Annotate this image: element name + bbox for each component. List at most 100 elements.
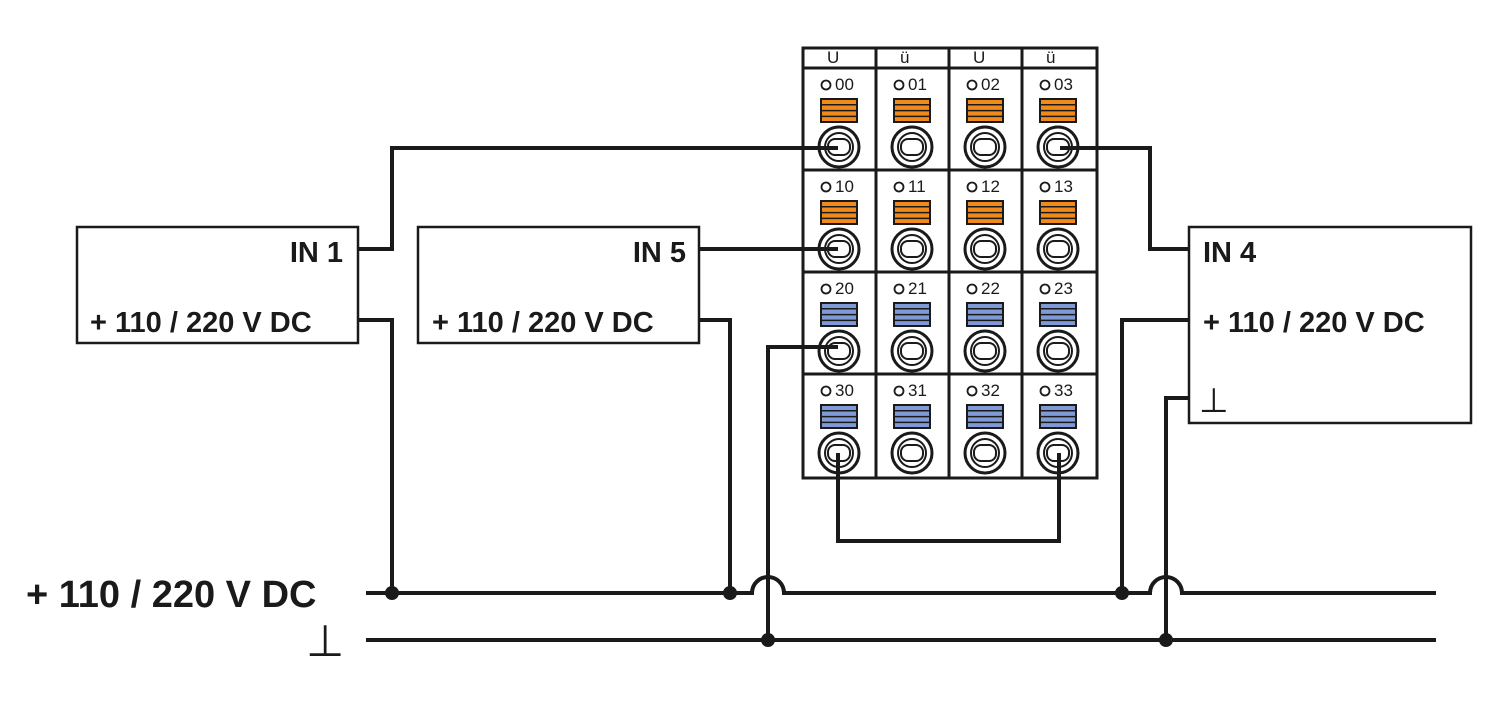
top-glyph-0: U [827,48,839,67]
release-clip [820,98,858,123]
terminal-11: 11 [890,177,934,271]
release-clip [893,302,931,327]
led-icon [820,385,832,397]
release-clip [893,98,931,123]
connection-port [817,125,861,169]
led-icon [820,283,832,295]
terminal-number: 13 [1054,177,1073,196]
led-icon [893,79,905,91]
release-clip [1039,98,1077,123]
terminal-number: 32 [981,381,1000,400]
led-icon [966,181,978,193]
terminal-number: 20 [835,279,854,298]
supply-bus [366,575,1436,595]
led-icon [820,79,832,91]
terminal-10: 10 [817,177,861,271]
supply-bus-label: + 110 / 220 V DC [26,574,316,616]
connection-port [890,431,934,475]
led-icon [966,385,978,397]
connection-port [890,227,934,271]
terminal-number: 00 [835,75,854,94]
wire-in1-signal [358,146,838,251]
terminal-number: 31 [908,381,927,400]
terminal-13: 13 [1036,177,1080,271]
terminal-number: 02 [981,75,1000,94]
module-name: IN 5 [633,237,686,269]
terminal-23: 23 [1036,279,1080,373]
terminal-01: 01 [890,75,934,169]
module-in4: IN 4 + 110 / 220 V DC ⊥ [1187,225,1473,425]
release-clip [1039,302,1077,327]
connection-port [890,329,934,373]
release-clip [1039,404,1077,429]
release-clip [820,302,858,327]
terminal-22: 22 [963,279,1007,373]
terminal-31: 31 [890,381,934,475]
led-icon [1039,79,1051,91]
terminal-00: 00 [817,75,861,169]
wire-in4-supply [1120,318,1189,593]
module-supply-label: + 110 / 220 V DC [90,307,312,339]
connection-port [963,125,1007,169]
terminal-12: 12 [963,177,1007,271]
release-clip [966,404,1004,429]
wires [358,146,1436,647]
module-name: IN 1 [290,237,343,269]
connection-port [963,431,1007,475]
led-icon [893,181,905,193]
release-clip [820,404,858,429]
wire-t20-ground [766,345,838,640]
terminal-20: 20 [817,279,861,373]
wire-in1-supply [358,318,394,593]
connection-port [1036,125,1080,169]
module-supply-label: + 110 / 220 V DC [1203,307,1425,339]
led-icon [966,283,978,295]
terminal-03: 03 [1036,75,1080,169]
terminal-number: 23 [1054,279,1073,298]
wire-t30-t33-bridge [836,453,1061,543]
terminal-21: 21 [890,279,934,373]
release-clip [893,200,931,225]
led-icon [820,181,832,193]
module-supply-label: + 110 / 220 V DC [432,307,654,339]
led-icon [893,283,905,295]
connection-port [890,125,934,169]
wire-t03-in4 [1060,146,1189,251]
led-icon [893,385,905,397]
module-box [75,225,360,345]
terminal-number: 12 [981,177,1000,196]
wire-in4-ground [1164,396,1189,640]
ground-bus-label: ⊥ [306,617,344,666]
connection-port [1036,329,1080,373]
top-glyph-2: U [973,48,985,67]
module-name: IN 4 [1203,237,1256,269]
terminal-02: 02 [963,75,1007,169]
connection-port [963,329,1007,373]
ground-symbol: ⊥ [1199,382,1229,420]
terminal-number: 33 [1054,381,1073,400]
release-clip [1039,200,1077,225]
led-icon [1039,283,1051,295]
module-in1: IN 1 + 110 / 220 V DC [75,225,360,345]
top-glyph-1: ü [900,48,909,67]
terminal-number: 01 [908,75,927,94]
connection-port [963,227,1007,271]
connection-port [1036,227,1080,271]
led-icon [966,79,978,91]
terminal-number: 22 [981,279,1000,298]
wire-in5-supply [699,318,732,593]
release-clip [966,98,1004,123]
release-clip [966,302,1004,327]
top-glyph-3: ü [1046,48,1055,67]
terminal-32: 32 [963,381,1007,475]
terminal-number: 21 [908,279,927,298]
module-box [416,225,701,345]
release-clip [893,404,931,429]
module-in5: IN 5 + 110 / 220 V DC [416,225,701,345]
connection-port [817,329,861,373]
module-box [1187,225,1473,425]
led-icon [1039,181,1051,193]
led-icon [1039,385,1051,397]
